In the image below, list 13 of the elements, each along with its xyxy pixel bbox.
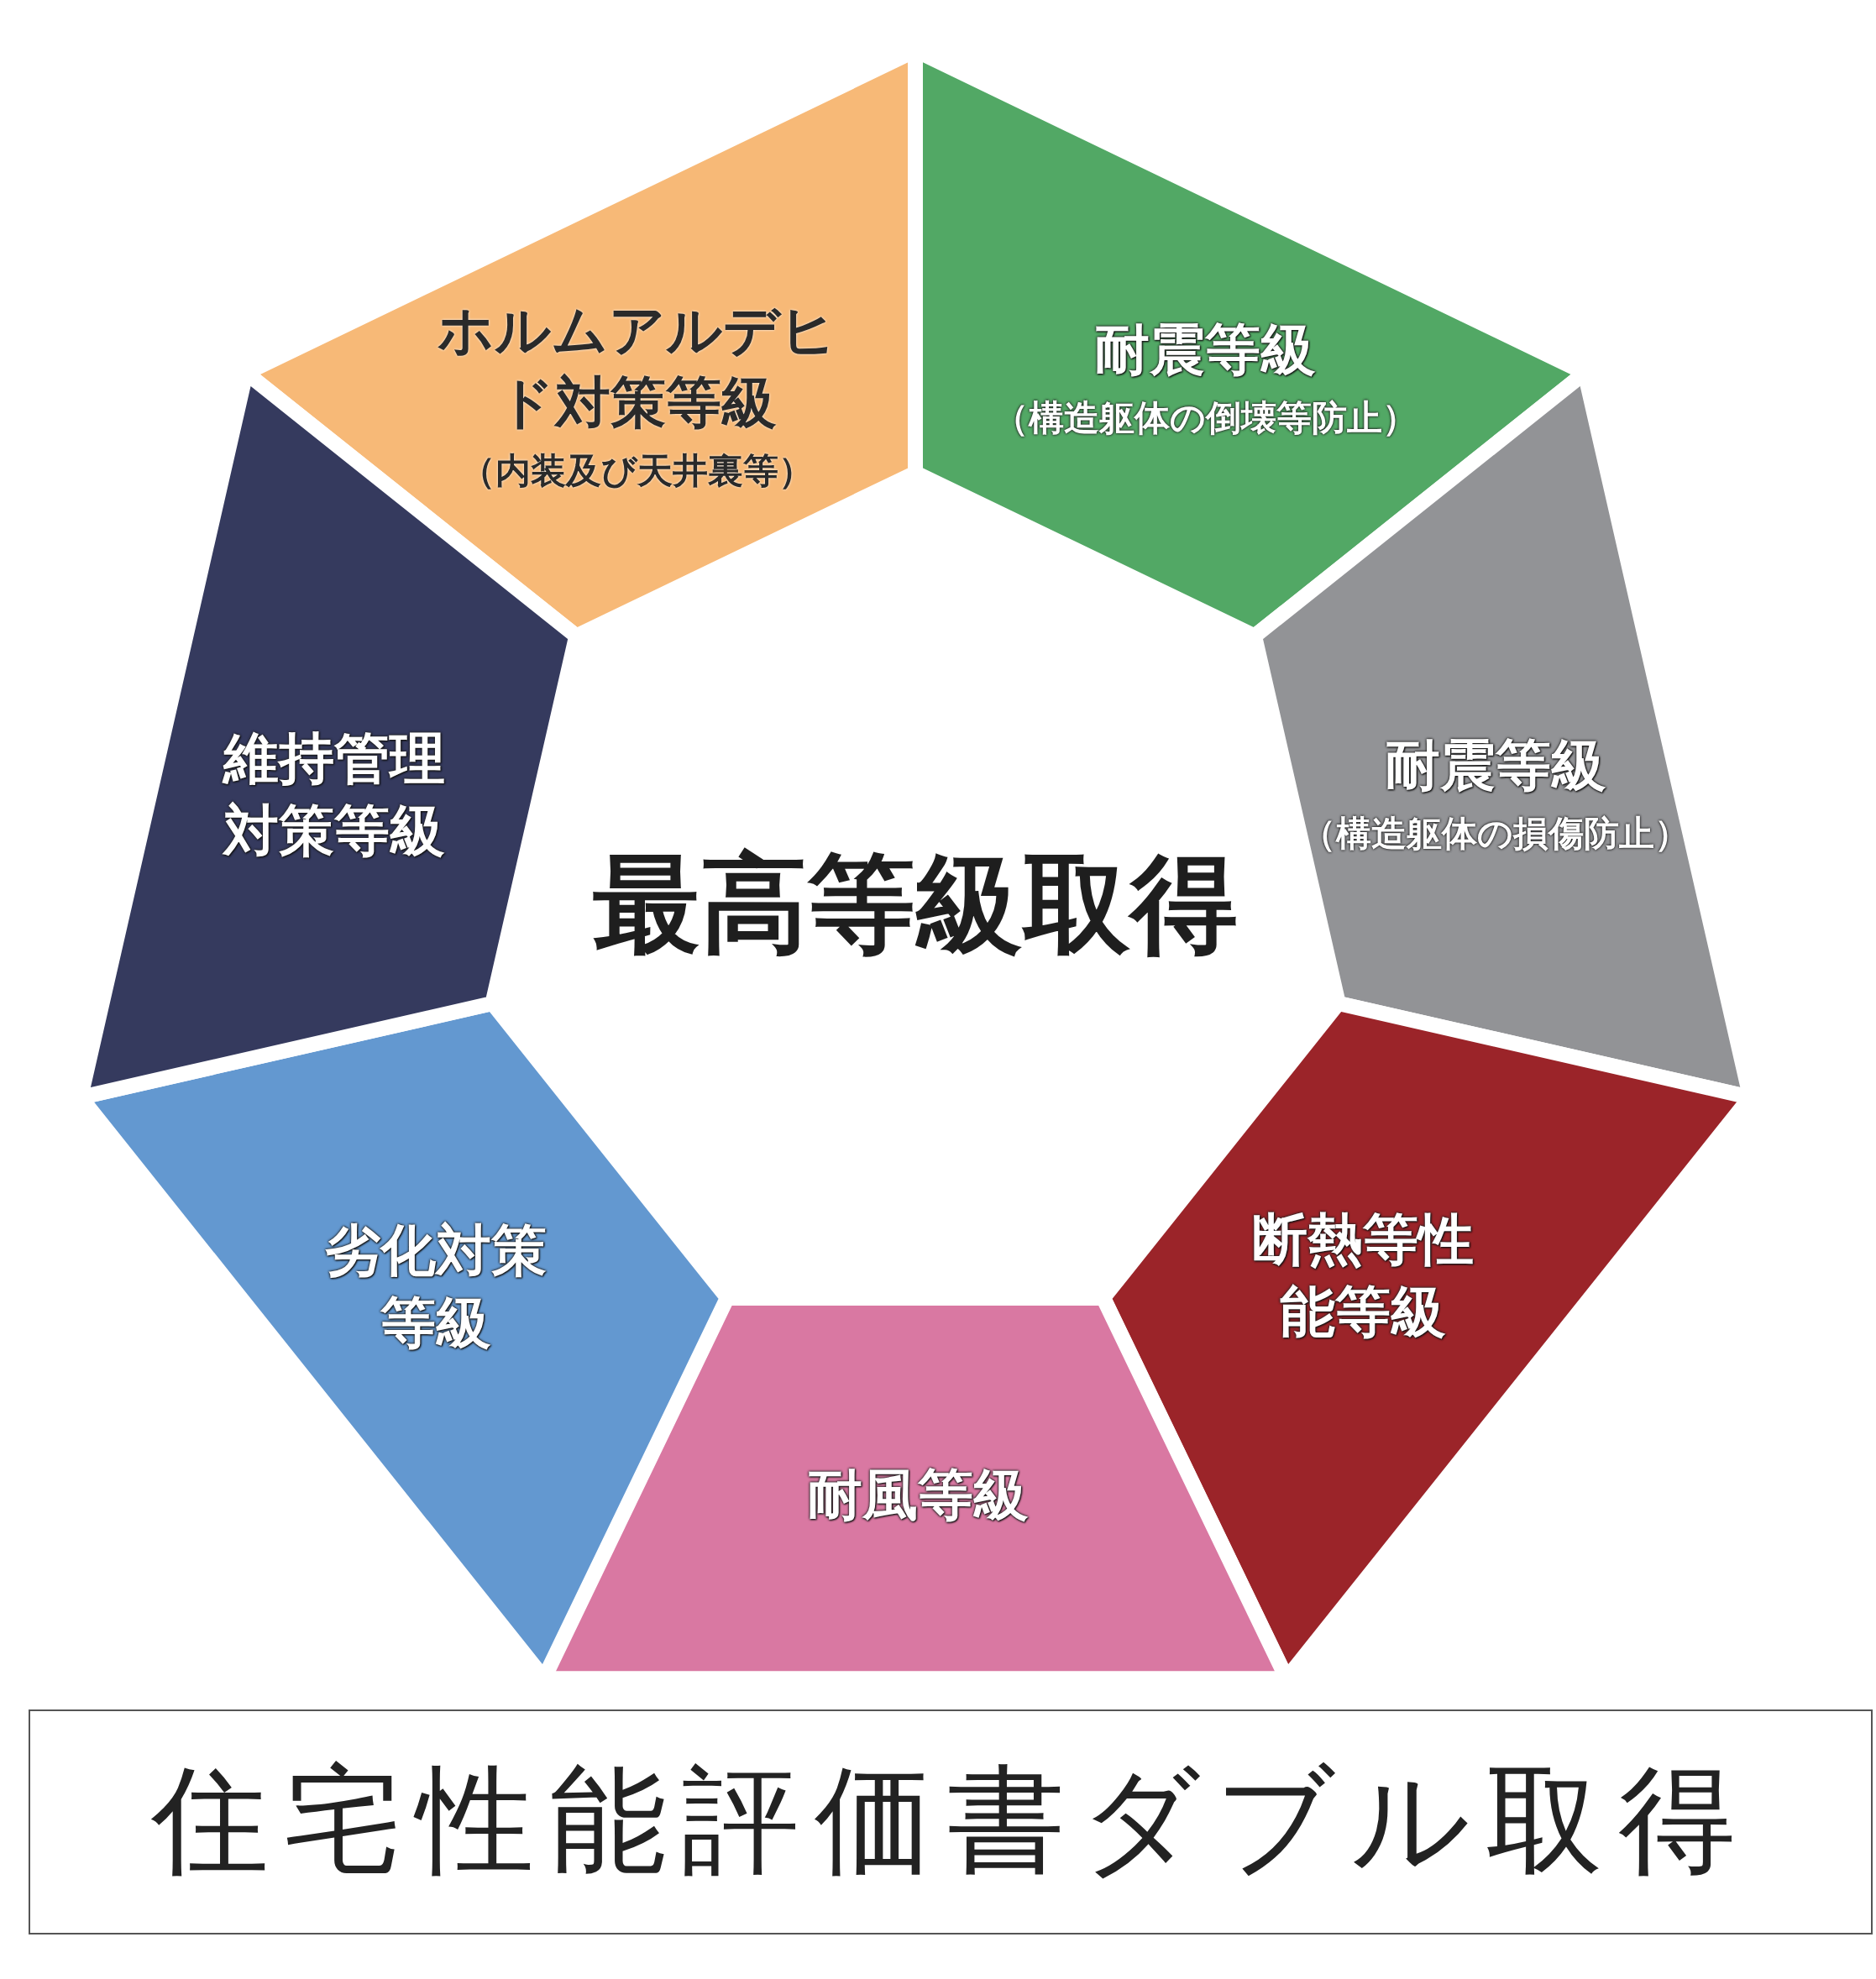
segment-title: 耐震等級: [1385, 732, 1606, 800]
segment-title: 断熱等性能等級: [1252, 1207, 1474, 1346]
banner-box: [29, 1709, 1873, 1934]
segment-title: 耐震等級: [1094, 317, 1316, 385]
segment-title: 劣化対策等級: [325, 1217, 547, 1357]
segment-subtitle: （構造躯体の倒壊等防止）: [993, 395, 1417, 440]
center-heading: 最高等級取得: [593, 832, 1238, 978]
segment-subtitle: （内装及び天井裏等）: [460, 448, 815, 493]
segment-title: ホルムアルデヒド対策等級: [437, 297, 838, 437]
segment-title: 維持管理対策等級: [223, 725, 445, 865]
segment-title: 耐風等級: [807, 1462, 1029, 1530]
segment-subtitle: （構造躯体の損傷防止）: [1301, 811, 1690, 856]
banner-text: 住宅性能評価書ダブル取得: [150, 1751, 1751, 1890]
